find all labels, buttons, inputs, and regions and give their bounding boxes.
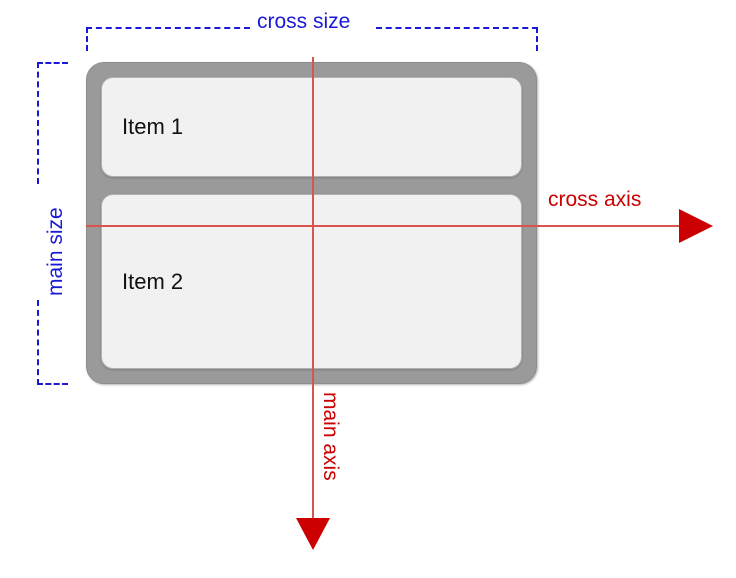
flex-item-1: Item 1: [101, 77, 522, 177]
main-axis-line: [312, 57, 314, 522]
cross-axis-label: cross axis: [548, 188, 642, 211]
main-size-bracket-lower-segment: [37, 300, 39, 385]
main-axis-arrowhead-icon: [296, 518, 330, 550]
main-size-label: main size: [44, 207, 67, 296]
cross-size-bracket-left-segment: [86, 27, 250, 29]
main-axis-label: main axis: [319, 392, 342, 481]
flex-container: Item 1 Item 2: [86, 62, 537, 384]
main-size-bracket-bottom-tick: [37, 383, 68, 385]
cross-size-bracket-right-tick: [536, 27, 538, 51]
cross-size-bracket-left-tick: [86, 27, 88, 51]
main-size-bracket-upper-segment: [37, 62, 39, 184]
cross-size-label: cross size: [257, 10, 351, 33]
cross-axis-line: [86, 225, 681, 227]
flex-item-2: Item 2: [101, 194, 522, 369]
cross-axis-arrowhead-icon: [679, 209, 713, 243]
cross-size-bracket-right-segment: [376, 27, 538, 29]
main-size-bracket-top-tick: [37, 62, 68, 64]
